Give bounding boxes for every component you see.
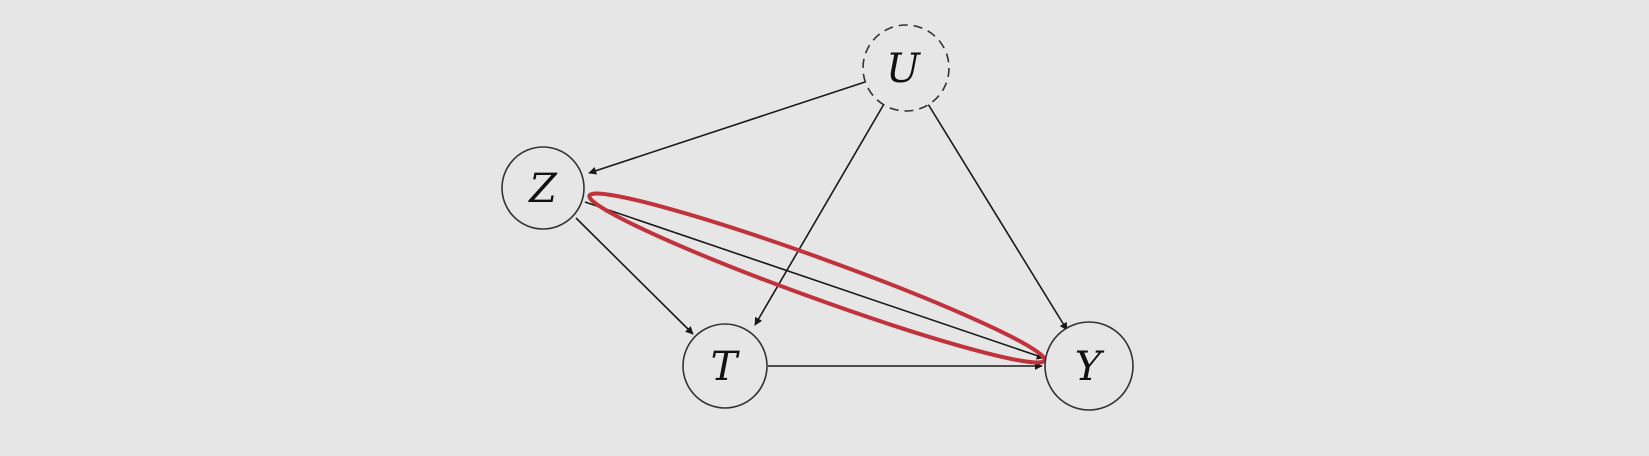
- edge-u-to-t: [754, 103, 885, 326]
- edge-z-to-t: [575, 217, 694, 335]
- node-u: U: [862, 24, 950, 112]
- node-t-label: T: [711, 344, 741, 390]
- edge-u-to-y: [927, 103, 1068, 331]
- node-t-circle: [682, 323, 768, 409]
- node-u-label: U: [886, 46, 921, 92]
- node-u-circle: [862, 24, 950, 112]
- node-z: Z: [501, 146, 585, 230]
- node-z-label: Z: [527, 166, 558, 212]
- node-t: T: [682, 323, 768, 409]
- node-y: Y: [1044, 321, 1134, 411]
- node-y-label: Y: [1075, 344, 1105, 390]
- edge-u-to-z: [588, 81, 866, 175]
- node-z-circle: [501, 146, 585, 230]
- edge-z-to-y: [584, 201, 1045, 360]
- highlight-ellipse: [587, 191, 1047, 365]
- node-y-circle: [1044, 321, 1134, 411]
